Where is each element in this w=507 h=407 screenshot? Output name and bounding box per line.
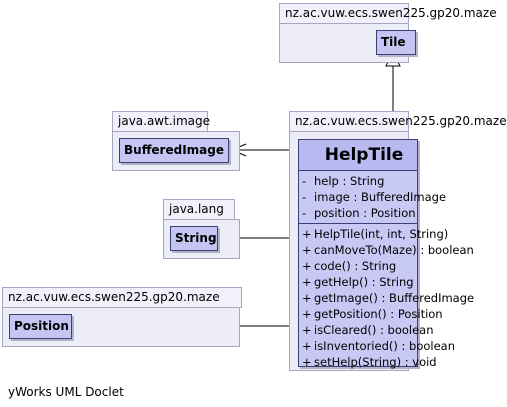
field-signature: help : String: [314, 174, 385, 188]
package-body-maze: [2, 307, 240, 347]
method-row: +getImage() : BufferedImage: [299, 290, 474, 306]
visibility-marker: +: [302, 227, 312, 241]
visibility-marker: -: [302, 174, 307, 188]
visibility-marker: +: [302, 243, 312, 257]
method-signature: canMoveTo(Maze) : boolean: [314, 243, 474, 257]
class-bufferedimage[interactable]: BufferedImage: [119, 138, 229, 163]
field-row: -position : Position: [299, 205, 417, 221]
class-name: Tile: [381, 35, 406, 49]
visibility-marker: +: [302, 307, 312, 321]
class-name: String: [175, 231, 217, 245]
method-row: +setHelp(String) : void: [299, 354, 437, 370]
visibility-marker: -: [302, 206, 307, 220]
method-row: +HelpTile(int, int, String): [299, 226, 448, 242]
method-row: +isInventoried() : boolean: [299, 338, 455, 354]
class-title: HelpTile: [299, 140, 417, 171]
method-signature: setHelp(String) : void: [314, 355, 437, 369]
method-signature: isInventoried() : boolean: [314, 339, 456, 353]
footer-label: yWorks UML Doclet: [8, 385, 124, 399]
visibility-marker: +: [302, 275, 312, 289]
package-tab-awt-image: java.awt.image: [112, 111, 211, 132]
package-tab-lang: java.lang: [163, 199, 235, 220]
fields-section: -help : String-image : BufferedImage-pos…: [299, 171, 446, 224]
method-row: +code() : String: [299, 258, 417, 274]
method-row: +getHelp() : String: [299, 274, 417, 290]
method-signature: getHelp() : String: [314, 275, 414, 289]
method-row: +canMoveTo(Maze) : boolean: [299, 242, 474, 258]
visibility-marker: +: [302, 339, 312, 353]
class-string[interactable]: String: [170, 226, 218, 251]
method-signature: getImage() : BufferedImage: [314, 291, 475, 305]
field-signature: image : BufferedImage: [314, 190, 447, 204]
class-helptile[interactable]: HelpTile -help : String-image : Buffered…: [298, 139, 474, 369]
visibility-marker: -: [302, 190, 307, 204]
package-tab-helptile: nz.ac.vuw.ecs.swen225.gp20.maze: [289, 111, 507, 132]
field-row: -image : BufferedImage: [299, 189, 446, 205]
class-name: Position: [14, 319, 69, 333]
field-signature: position : Position: [314, 206, 416, 220]
visibility-marker: +: [302, 259, 312, 273]
package-name: nz.ac.vuw.ecs.swen225.gp20.maze: [285, 6, 497, 20]
method-row: +getPosition() : Position: [299, 306, 443, 322]
method-signature: HelpTile(int, int, String): [314, 227, 449, 241]
package-tab-tile: nz.ac.vuw.ecs.swen225.gp20.maze: [279, 3, 497, 24]
package-tab-maze: nz.ac.vuw.ecs.swen225.gp20.maze: [2, 287, 242, 308]
package-name: nz.ac.vuw.ecs.swen225.gp20.maze: [8, 290, 220, 304]
method-signature: isCleared() : boolean: [314, 323, 434, 337]
class-tile[interactable]: Tile: [376, 30, 416, 55]
field-row: -help : String: [299, 173, 417, 189]
method-signature: code() : String: [314, 259, 397, 273]
package-name: java.lang: [169, 202, 224, 216]
visibility-marker: +: [302, 323, 312, 337]
visibility-marker: +: [302, 291, 312, 305]
methods-section: +HelpTile(int, int, String)+canMoveTo(Ma…: [299, 224, 474, 372]
method-row: +isCleared() : boolean: [299, 322, 434, 338]
package-name: nz.ac.vuw.ecs.swen225.gp20.maze: [295, 114, 507, 128]
package-name: java.awt.image: [118, 114, 211, 128]
visibility-marker: +: [302, 355, 312, 369]
class-position[interactable]: Position: [9, 314, 72, 339]
class-name: BufferedImage: [124, 143, 224, 157]
method-signature: getPosition() : Position: [314, 307, 443, 321]
